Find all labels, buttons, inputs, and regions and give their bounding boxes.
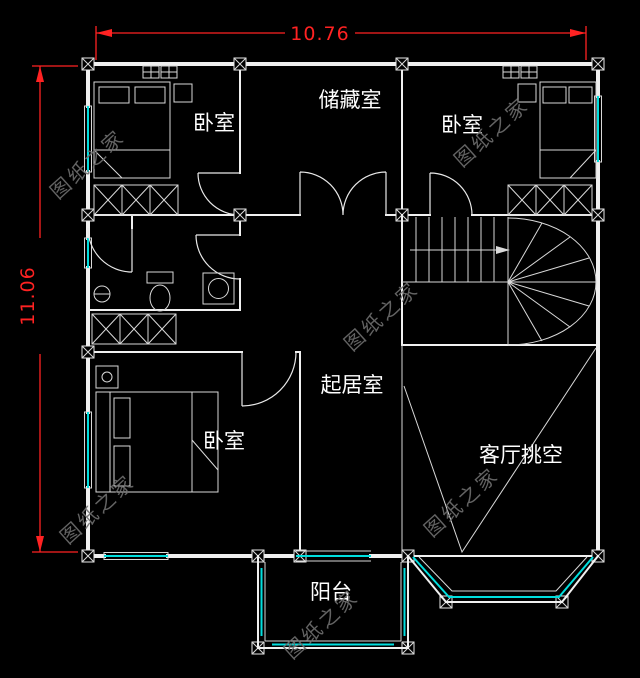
doors (87, 171, 473, 407)
dim-height-label: 11.06 (17, 266, 39, 325)
furniture-beds (93, 81, 597, 493)
room-label-bedroom-top-left: 卧室 (193, 111, 235, 135)
window-symbol-icon (502, 65, 520, 79)
dimension-left: 11.06 (17, 65, 78, 553)
bed-top-right (517, 81, 597, 179)
room-label-bedroom-top-right: 卧室 (441, 113, 483, 137)
watermark-text-4: 图纸之家 (55, 469, 139, 548)
dim-arrow-left-icon (96, 29, 112, 37)
room-label-living: 起居室 (321, 373, 384, 397)
columns (81, 57, 605, 655)
bed-bottom-left (95, 365, 219, 493)
balcony (257, 550, 409, 649)
bed-top-left (93, 81, 193, 179)
dim-width-label: 10.76 (290, 23, 349, 45)
windows (84, 65, 602, 560)
room-label-void: 客厅挑空 (479, 443, 563, 467)
washer (202, 272, 235, 305)
room-label-bedroom-bottom-left: 卧室 (203, 429, 245, 453)
stair-arrow-icon (496, 246, 510, 254)
stairs (401, 214, 599, 346)
dimension-top: 10.76 (95, 23, 587, 60)
dim-arrow-down-icon (36, 536, 44, 552)
window-symbol-icon (520, 65, 538, 79)
dim-arrow-up-icon (36, 66, 44, 82)
room-labels: 储藏室 卧室 卧室 起居室 卧室 客厅挑空 阳台 (193, 88, 563, 604)
bathroom-fixtures (93, 271, 235, 312)
room-label-balcony: 阳台 (310, 580, 352, 604)
toilet-tank (146, 271, 174, 284)
watermark-text-5: 图纸之家 (419, 462, 503, 541)
outer-walls (86, 62, 600, 558)
window-symbol-icon (142, 65, 160, 79)
dim-arrow-right-icon (570, 29, 586, 37)
room-label-storage: 储藏室 (319, 88, 382, 112)
window-symbol-icon (160, 65, 178, 79)
watermark-text-3: 图纸之家 (339, 276, 423, 355)
toilet-bowl (149, 284, 171, 312)
bay-window (406, 554, 600, 603)
void-marking (401, 345, 597, 556)
